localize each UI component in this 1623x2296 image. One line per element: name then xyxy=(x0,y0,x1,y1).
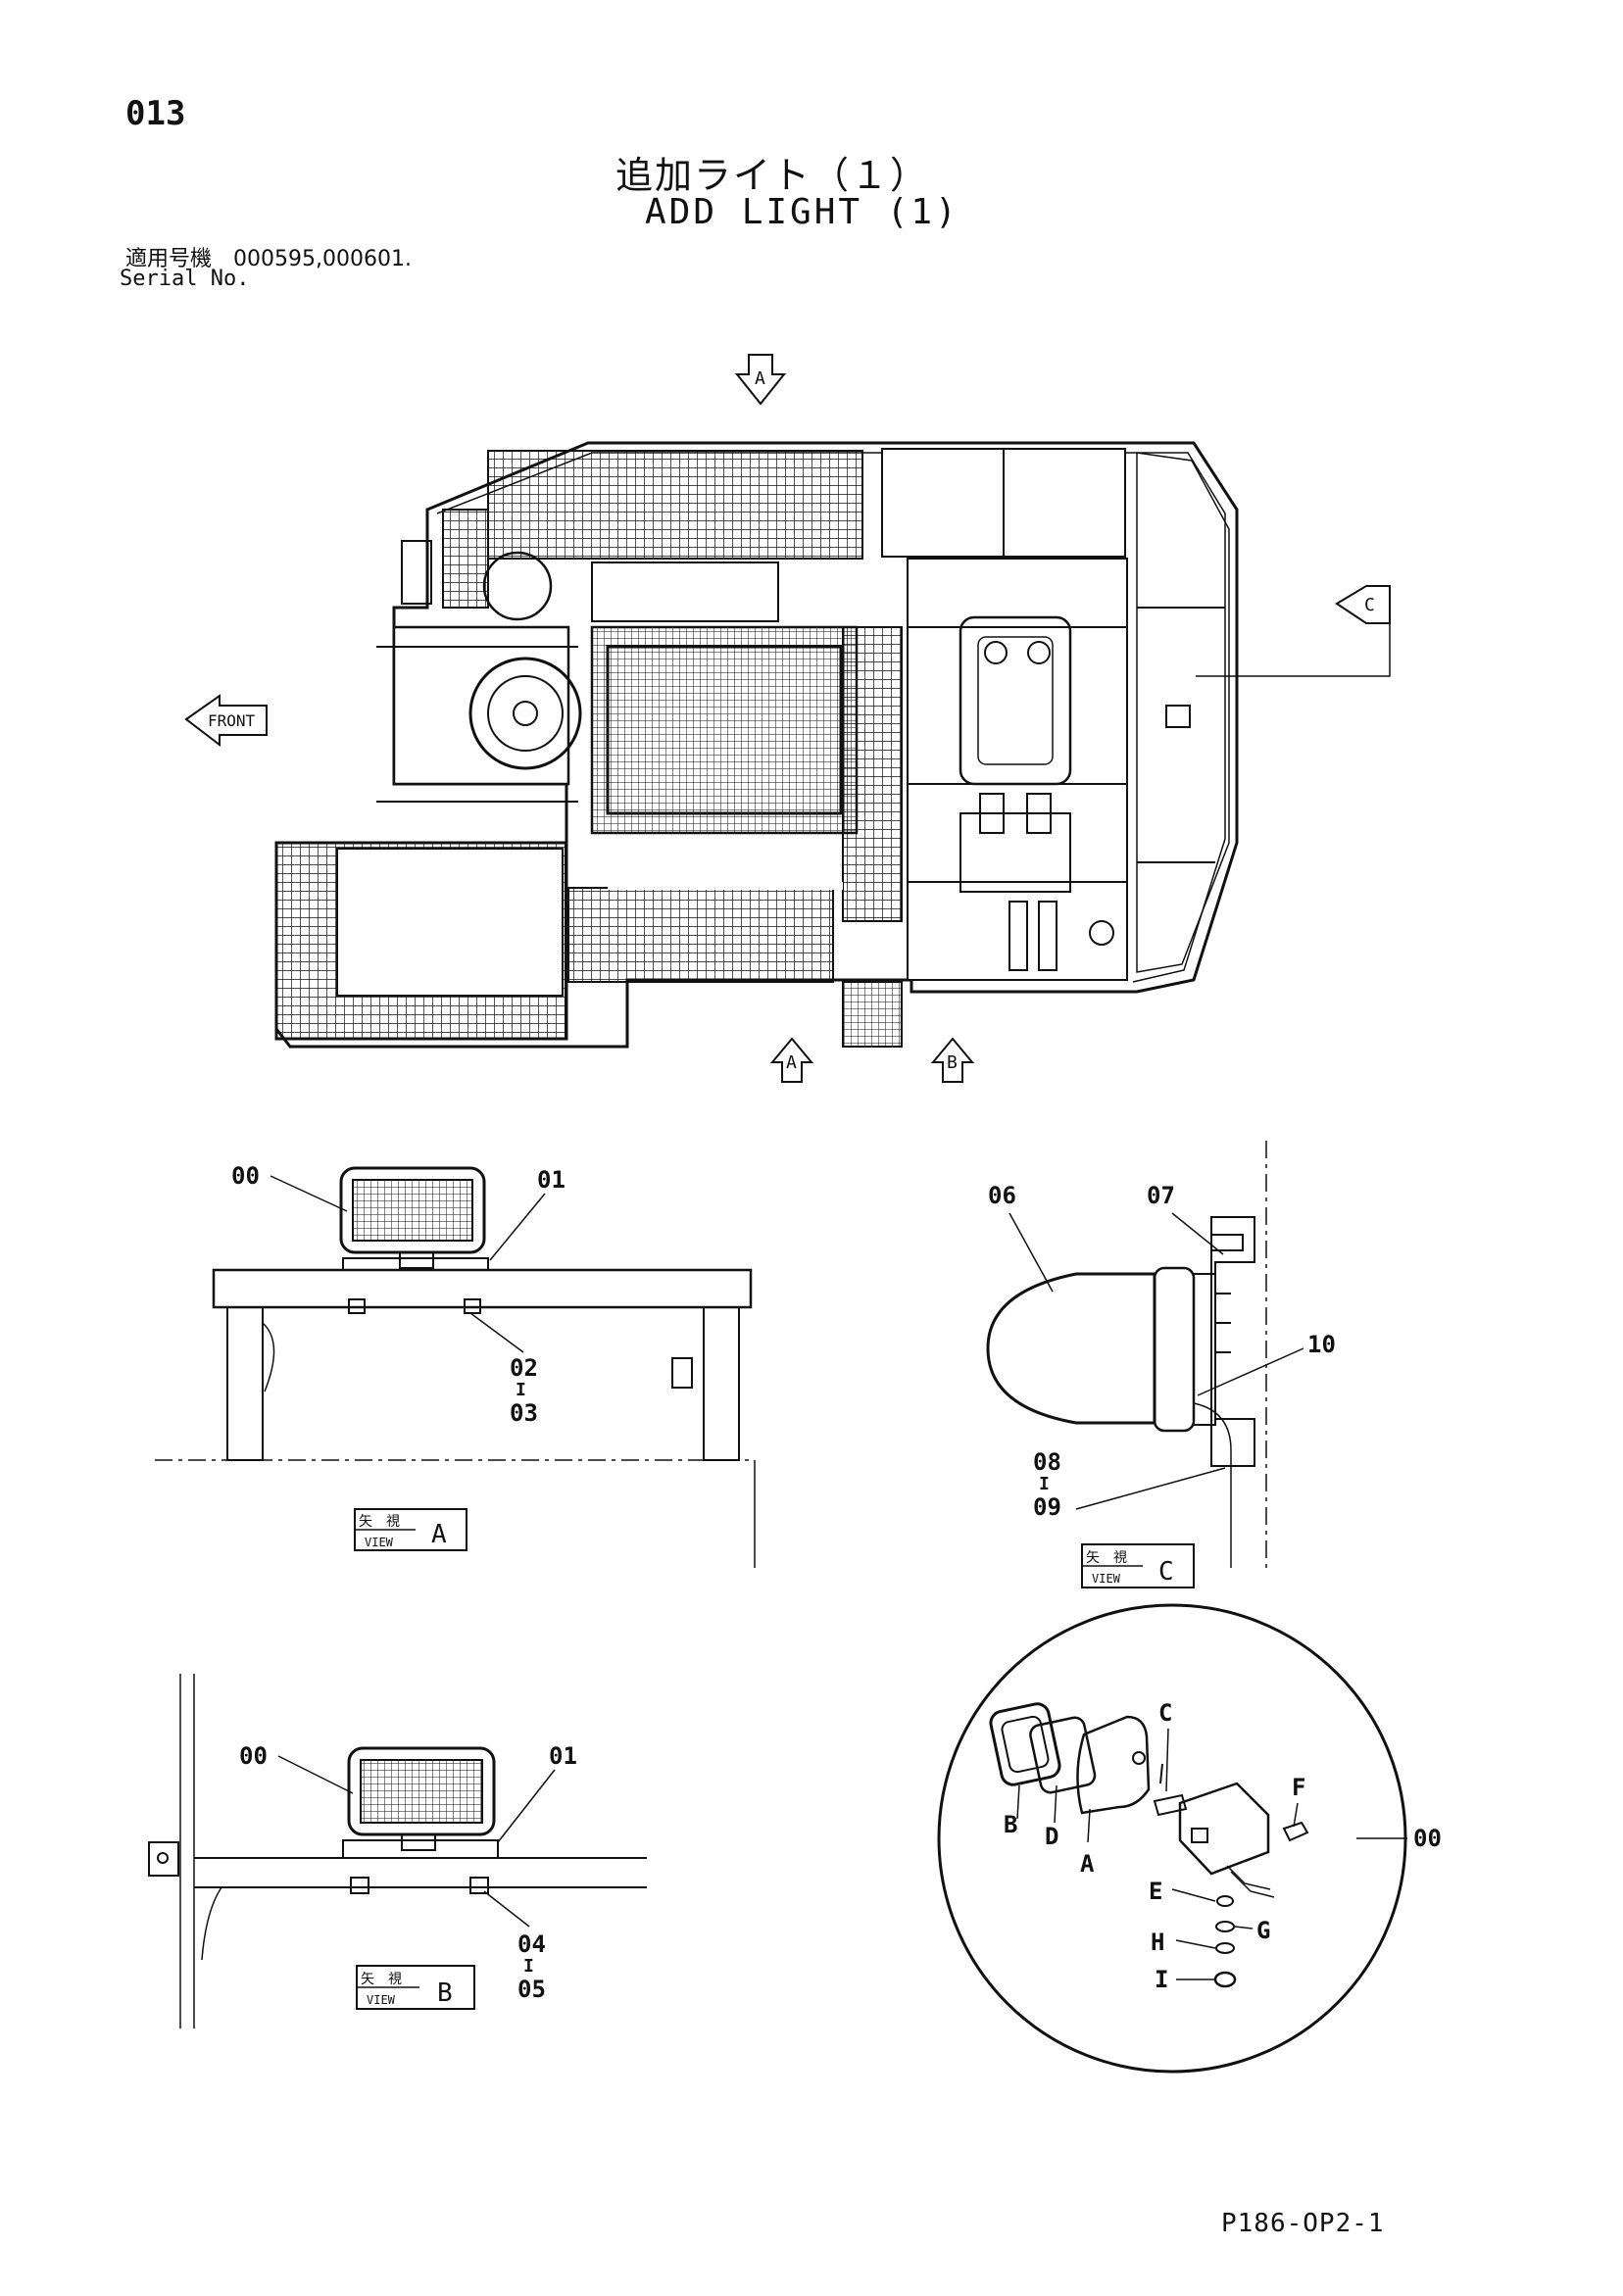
svg-text:06: 06 xyxy=(988,1182,1016,1209)
svg-text:I: I xyxy=(516,1380,526,1400)
svg-text:H: H xyxy=(1151,1929,1164,1956)
svg-text:C: C xyxy=(1158,1699,1172,1727)
svg-text:03: 03 xyxy=(510,1399,538,1427)
svg-text:G: G xyxy=(1256,1917,1270,1944)
svg-text:C: C xyxy=(1364,595,1375,615)
svg-text:07: 07 xyxy=(1147,1182,1175,1209)
view-a-caption: 矢 視 VIEW A xyxy=(354,1508,467,1551)
svg-text:09: 09 xyxy=(1033,1493,1061,1521)
view-arrow-b: B xyxy=(930,1037,975,1083)
view-a-detail: 00 01 02 I 03 矢 視 VIEW A xyxy=(155,1162,756,1568)
view-b-caption: 矢 視 VIEW B xyxy=(356,1965,475,2010)
svg-text:B: B xyxy=(437,1978,453,2008)
view-arrow-a-bottom: A xyxy=(769,1037,814,1083)
svg-text:I: I xyxy=(1039,1474,1050,1494)
svg-text:E: E xyxy=(1149,1878,1162,1905)
svg-text:B: B xyxy=(947,1052,958,1073)
svg-text:10: 10 xyxy=(1307,1331,1336,1358)
view-c-caption: 矢 視 VIEW C xyxy=(1081,1543,1195,1588)
exploded-lamp-assembly: 00 B D xyxy=(937,1603,1442,2074)
work-lamp-b xyxy=(342,1746,499,1859)
svg-text:A: A xyxy=(755,368,765,389)
rotating-beacon xyxy=(986,1234,1244,1433)
view-arrow-c: C xyxy=(1196,585,1391,677)
svg-text:矢 視: 矢 視 xyxy=(361,1972,402,1987)
svg-text:矢 視: 矢 視 xyxy=(1086,1550,1127,1566)
view-b-detail: 00 01 04 I 05 矢 視 VIEW B xyxy=(148,1674,647,2028)
lamp-housing xyxy=(1178,1782,1275,1898)
serial-applicable-ja: 適用号機 000595,000601. xyxy=(125,247,412,271)
view-c-detail: 06 07 10 08 I 09 矢 視 VIEW C xyxy=(986,1141,1336,1588)
view-arrow-a-top: A xyxy=(734,354,787,406)
svg-text:04: 04 xyxy=(517,1930,546,1958)
svg-text:I: I xyxy=(523,1956,534,1977)
lamp-lens-a xyxy=(1076,1715,1151,1815)
svg-text:C: C xyxy=(1158,1557,1174,1587)
svg-text:F: F xyxy=(1292,1774,1305,1801)
svg-text:05: 05 xyxy=(517,1976,546,2003)
svg-text:08: 08 xyxy=(1033,1448,1061,1476)
svg-text:D: D xyxy=(1045,1823,1058,1850)
svg-text:01: 01 xyxy=(537,1166,566,1194)
svg-text:00: 00 xyxy=(1413,1825,1442,1852)
svg-text:VIEW: VIEW xyxy=(367,1993,396,2007)
title-japanese: 追加ライト（１） xyxy=(615,154,930,197)
document-code: P186-OP2-1 xyxy=(1221,2209,1385,2238)
svg-text:FRONT: FRONT xyxy=(208,711,256,730)
svg-text:B: B xyxy=(1004,1811,1017,1838)
page-number: 013 xyxy=(125,94,186,133)
title-english: ADD LIGHT (1) xyxy=(645,192,959,232)
machine-top-view: A FRONT C A B xyxy=(184,354,1391,1083)
svg-text:A: A xyxy=(431,1520,447,1549)
svg-text:00: 00 xyxy=(239,1742,268,1770)
svg-text:矢 視: 矢 視 xyxy=(359,1514,400,1530)
work-lamp-a xyxy=(339,1166,489,1271)
svg-text:VIEW: VIEW xyxy=(1092,1572,1121,1586)
serial-number-label: Serial No. xyxy=(120,267,250,291)
gasket-b xyxy=(989,1702,1061,1786)
svg-text:01: 01 xyxy=(549,1742,577,1770)
svg-text:02: 02 xyxy=(510,1354,538,1382)
svg-text:I: I xyxy=(1155,1966,1168,1993)
front-direction-arrow: FRONT xyxy=(184,694,268,748)
bulb-c xyxy=(1153,1763,1188,1817)
svg-text:00: 00 xyxy=(231,1162,260,1190)
svg-text:A: A xyxy=(786,1052,797,1073)
svg-text:VIEW: VIEW xyxy=(365,1536,394,1549)
svg-text:A: A xyxy=(1080,1850,1095,1878)
